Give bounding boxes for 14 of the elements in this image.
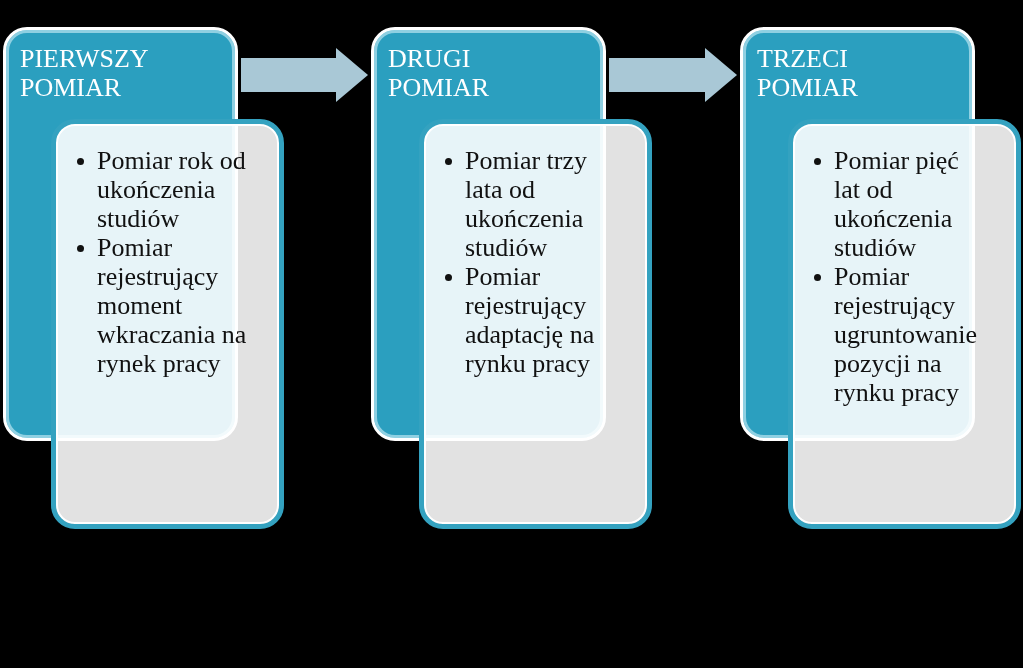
- bullet-text: Pomiar rejestrujący ugruntowanie pozycji na rynku pracy: [834, 262, 978, 407]
- block-arrow: [609, 48, 737, 102]
- bullet-text: Pomiar rejestrujący adaptację na rynku pracy: [465, 262, 596, 378]
- detail-card: [419, 119, 652, 529]
- detail-card: [788, 119, 1021, 529]
- bullet-text: Pomiar pięć lat od ukończenia studiów: [834, 146, 960, 262]
- stage-title: TRZECI POMIAR: [757, 44, 860, 102]
- bullet-text: Pomiar trzy lata od ukończenia studiów: [465, 146, 589, 262]
- block-arrow: [241, 48, 368, 102]
- stage-title: PIERWSZY POMIAR: [20, 44, 149, 102]
- detail-card: [51, 119, 284, 529]
- stage-title: DRUGI POMIAR: [388, 44, 491, 102]
- bullet-text: Pomiar rejestrujący moment wkraczania na rynek pracy: [97, 233, 247, 378]
- bullet-text: Pomiar rok od ukończenia studiów: [97, 146, 247, 233]
